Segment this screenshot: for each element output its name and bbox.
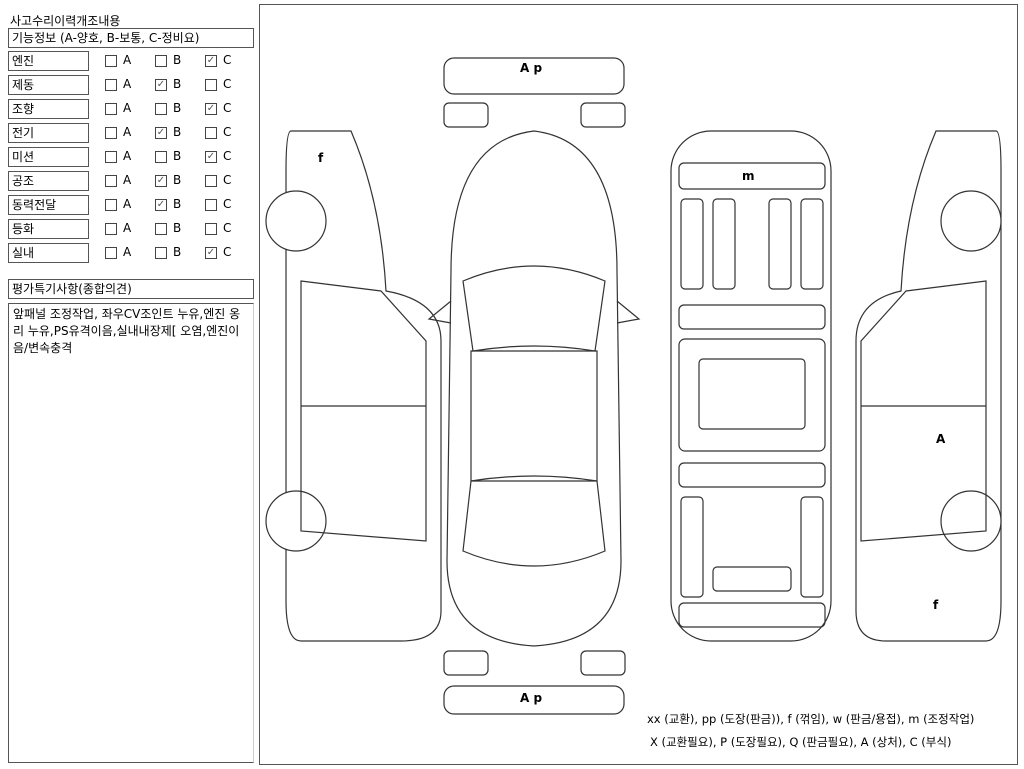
checkbox-label: B [173,221,182,235]
function-row-label: 등화 [8,219,89,239]
function-row-label: 미션 [8,147,89,167]
checkbox-label: B [173,197,182,211]
checkbox-a[interactable] [105,247,117,259]
evaluation-header: 평가특기사항(종합의견) [8,279,254,299]
checkbox-a[interactable] [105,199,117,211]
checkbox-label: A [123,245,132,259]
checkbox-label: A [123,221,132,235]
checkbox-label: B [173,125,182,139]
checkbox-label: C [223,221,232,235]
checkbox-label: C [223,125,232,139]
checkbox-b[interactable] [155,223,167,235]
checkbox-b[interactable] [155,151,167,163]
function-row-label: 동력전달 [8,195,89,215]
checkbox-a[interactable] [105,79,117,91]
function-row-label: 전기 [8,123,89,143]
checkbox-c[interactable] [205,223,217,235]
checkbox-label: A [123,101,132,115]
checkbox-b[interactable]: ✓ [155,79,167,91]
car-right-side [855,130,1002,642]
checkbox-label: C [223,197,232,211]
checkbox-b[interactable] [155,55,167,67]
rear-bumper [443,685,625,715]
function-row-label: 조향 [8,99,89,119]
checkbox-label: B [173,53,182,67]
checkbox-c[interactable] [205,79,217,91]
checkbox-label: C [223,53,232,67]
checkbox-label: C [223,101,232,115]
checkbox-c[interactable]: ✓ [205,151,217,163]
mark-underside: m [742,169,755,183]
legend-line-1: xx (교환), pp (도장(판금)), f (꺾임), w (판금/용접),… [647,712,975,726]
checkbox-label: B [173,101,182,115]
checkbox-label: A [123,173,132,187]
page-title: 사고수리이력개조내용 [10,14,121,28]
car-damage-diagram: A p A p f m A f xx (교환), pp (도장(판금)), f … [259,4,1018,765]
checkbox-b[interactable] [155,103,167,115]
front-bumper [443,57,625,95]
checkbox-label: A [123,53,132,67]
checkbox-label: A [123,125,132,139]
checkbox-label: C [223,173,232,187]
mark-front: A p [520,61,543,75]
checkbox-c[interactable]: ✓ [205,55,217,67]
checkbox-a[interactable] [105,151,117,163]
mark-right-side: A [936,432,946,446]
checkbox-a[interactable] [105,175,117,187]
function-row-label: 제동 [8,75,89,95]
checkbox-b[interactable]: ✓ [155,127,167,139]
checkbox-a[interactable] [105,127,117,139]
checkbox-b[interactable]: ✓ [155,175,167,187]
car-underside [670,130,832,642]
checkbox-label: C [223,245,232,259]
mark-left-front: f [318,151,324,165]
function-row-label: 엔진 [8,51,89,71]
checkbox-c[interactable] [205,127,217,139]
checkbox-label: C [223,149,232,163]
checkbox-label: A [123,77,132,91]
checkbox-label: C [223,77,232,91]
evaluation-textarea[interactable]: 앞패널 조정작업, 좌우CV조인트 누유,엔진 옹리 누유,PS유격이음,실내내… [8,303,254,763]
checkbox-a[interactable] [105,103,117,115]
checkbox-b[interactable] [155,247,167,259]
car-outline-drawing [265,57,1002,715]
checkbox-label: B [173,149,182,163]
mark-right-rear: f [933,598,939,612]
checkbox-c[interactable] [205,199,217,211]
checkbox-c[interactable] [205,175,217,187]
function-info-header: 기능정보 (A-양호, B-보통, C-정비요) [8,28,254,48]
checkbox-label: B [173,77,182,91]
function-row-label: 실내 [8,243,89,263]
checkbox-a[interactable] [105,55,117,67]
car-top-view [446,130,622,647]
function-row-label: 공조 [8,171,89,191]
checkbox-c[interactable]: ✓ [205,247,217,259]
checkbox-label: B [173,245,182,259]
mark-rear: A p [520,691,543,705]
checkbox-a[interactable] [105,223,117,235]
checkbox-label: A [123,149,132,163]
checkbox-label: A [123,197,132,211]
checkbox-b[interactable]: ✓ [155,199,167,211]
legend-line-2: X (교환필요), P (도장필요), Q (판금필요), A (상처), C … [650,735,952,749]
checkbox-c[interactable]: ✓ [205,103,217,115]
checkbox-label: B [173,173,182,187]
